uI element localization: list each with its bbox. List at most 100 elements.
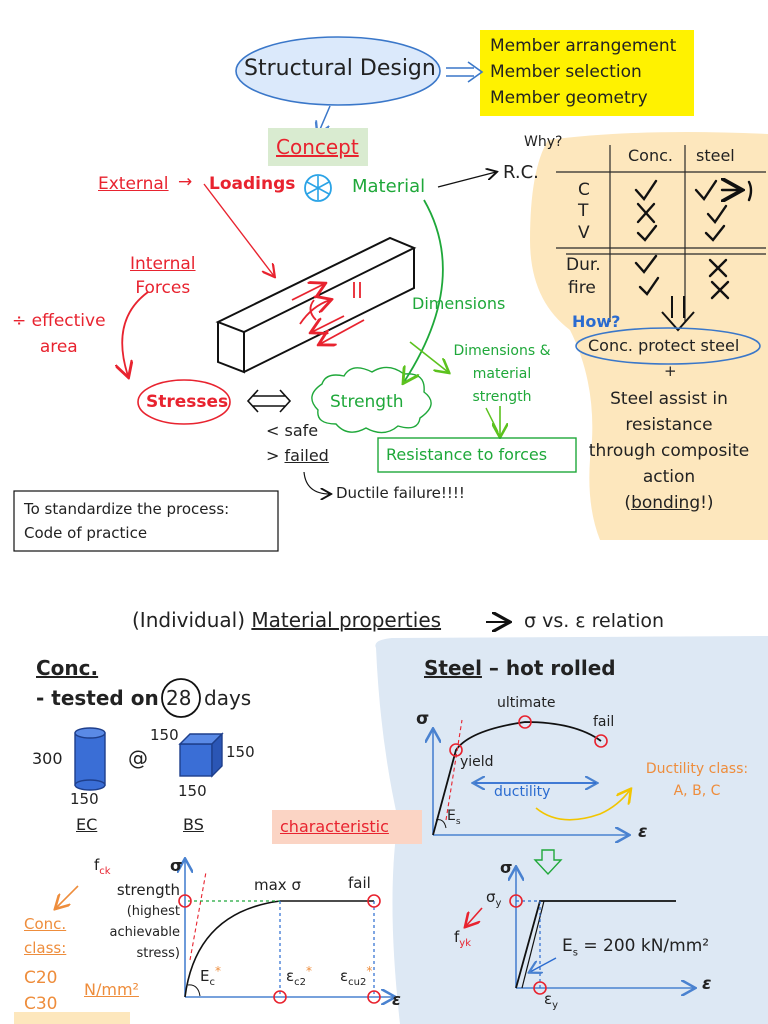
units-label: N/mm² bbox=[84, 980, 139, 999]
effective-area-label: ÷ effective area bbox=[12, 311, 106, 357]
ductility-class-label: Ductility class: A, B, C bbox=[645, 761, 749, 799]
beam bbox=[215, 236, 417, 374]
strength-label: Strength bbox=[330, 392, 404, 412]
bonding-label: bonding bbox=[631, 493, 701, 513]
fck-label: fck bbox=[94, 856, 111, 877]
cube-right: 150 bbox=[226, 743, 255, 761]
conc-protect-oval bbox=[575, 327, 761, 365]
resistance-box bbox=[377, 437, 577, 473]
cube bbox=[178, 732, 224, 778]
resistance-label: Resistance to forces bbox=[386, 445, 548, 464]
bs-label: BS bbox=[183, 815, 204, 834]
safe-label: < safe bbox=[266, 421, 319, 440]
table-marks bbox=[634, 181, 753, 300]
star-circle bbox=[304, 174, 332, 202]
equiv-arrow bbox=[246, 389, 292, 413]
eps-y-label: εy bbox=[544, 990, 559, 1011]
tested-prefix: - tested on bbox=[36, 686, 159, 710]
steel-bilinear-chart bbox=[510, 868, 694, 994]
es-label: Es bbox=[447, 808, 461, 827]
member-arrangement: Member arrangement bbox=[490, 36, 677, 56]
conc-protect-steel: Conc. protect steel bbox=[588, 336, 740, 355]
dimensions-label: Dimensions bbox=[412, 294, 506, 313]
concrete-curve-chart bbox=[179, 860, 394, 1003]
cube-bottom: 150 bbox=[178, 782, 207, 800]
plus-sign: + bbox=[664, 362, 677, 380]
conc-eps-label: ε bbox=[392, 990, 401, 1009]
member-geometry: Member geometry bbox=[490, 88, 648, 108]
class-c20: C20 bbox=[24, 968, 58, 988]
conc-class-label: Conc. class: bbox=[24, 915, 67, 957]
bonding-line: (bonding!) bbox=[624, 493, 714, 513]
strength-note: strength (highest achievable stress) bbox=[109, 881, 180, 961]
table-header-steel: steel bbox=[696, 146, 735, 165]
conc-title: Conc. bbox=[36, 656, 99, 680]
title-oval bbox=[235, 36, 441, 106]
conc-fail-label: fail bbox=[348, 874, 371, 892]
characteristic-label: characteristic bbox=[280, 817, 389, 836]
steel-sigma-label: σ bbox=[416, 709, 430, 729]
max-sigma-label: max σ bbox=[254, 876, 301, 894]
eps-c2-label: εc2* bbox=[286, 964, 312, 988]
steel-curve-chart bbox=[433, 715, 630, 835]
external-label: External bbox=[98, 174, 169, 194]
internal-forces-label: Internal Forces bbox=[130, 254, 196, 298]
why-label: Why? bbox=[524, 134, 563, 150]
steel-assist-text: Steel assist in resistance through compo… bbox=[586, 386, 752, 516]
member-yellow-box bbox=[480, 30, 694, 116]
ductile-failure-label: Ductile failure!!!! bbox=[336, 484, 465, 502]
tested-suffix: days bbox=[204, 686, 252, 710]
ec-star-label: Ec* bbox=[200, 964, 221, 988]
table-row-c: C bbox=[578, 180, 590, 200]
page-title: Structural Design bbox=[244, 56, 436, 81]
code-box bbox=[13, 490, 279, 552]
sigma-y-label: σy bbox=[486, 888, 502, 909]
stresses-oval bbox=[137, 379, 231, 425]
stresses-label: Stresses bbox=[146, 392, 229, 412]
cube-top: 150 bbox=[150, 726, 179, 744]
cylinder-width: 150 bbox=[70, 790, 99, 808]
steel-eps-label: ε bbox=[638, 822, 648, 842]
failed-label: failed bbox=[284, 446, 329, 465]
cylinder-height: 300 bbox=[32, 749, 63, 768]
big-down-arrow bbox=[661, 296, 695, 332]
table-header-conc: Conc. bbox=[628, 146, 673, 165]
dims-material-strength-label: Dimensions & material strength bbox=[453, 343, 551, 405]
tested-days-number: 28 bbox=[166, 686, 192, 710]
table-row-fire: fire bbox=[568, 278, 596, 298]
es-200-label: Es = 200 kN/mm² bbox=[562, 936, 710, 959]
fail-label: fail bbox=[593, 714, 615, 730]
table-row-t: T bbox=[578, 201, 589, 221]
ec-label: EC bbox=[76, 815, 98, 834]
steel2-sigma-label: σ bbox=[500, 858, 513, 877]
how-label: How? bbox=[572, 312, 621, 331]
ultimate-label: ultimate bbox=[497, 695, 556, 711]
table-row-v: V bbox=[578, 223, 590, 243]
concept-label: Concept bbox=[276, 135, 359, 159]
member-list: Member arrangement Member selection Memb… bbox=[490, 33, 676, 111]
sigma-eps-relation: σ vs. ε relation bbox=[524, 610, 665, 632]
steel2-eps-label: ε bbox=[702, 974, 712, 994]
failed-line: > failed bbox=[266, 446, 329, 465]
yield-label: yield bbox=[460, 754, 494, 770]
eps-cu2-label: εcu2* bbox=[340, 964, 373, 988]
concept-box bbox=[268, 128, 368, 166]
external-arrow: → bbox=[178, 172, 193, 192]
loadings-label: Loadings bbox=[209, 174, 296, 194]
ductility-label: ductility bbox=[494, 784, 551, 800]
cylinder bbox=[74, 727, 106, 791]
section-heading: (Individual) Material properties bbox=[132, 608, 442, 632]
at-sign: @ bbox=[128, 746, 148, 770]
material-properties-label: Material properties bbox=[251, 608, 442, 632]
steel-title: Steel – hot rolled bbox=[424, 656, 616, 680]
rc-label: R.C. bbox=[503, 162, 539, 183]
table-row-dur: Dur. bbox=[566, 255, 601, 275]
double-arrow-right bbox=[446, 61, 484, 83]
code-of-practice-text: To standardize the process: Code of prac… bbox=[24, 500, 230, 542]
class-c30: C30 bbox=[24, 994, 58, 1014]
strength-cloud bbox=[311, 366, 432, 434]
member-selection: Member selection bbox=[490, 62, 642, 82]
conc-sigma-label: σ bbox=[170, 856, 183, 875]
fyk-label: fyk bbox=[454, 928, 471, 949]
